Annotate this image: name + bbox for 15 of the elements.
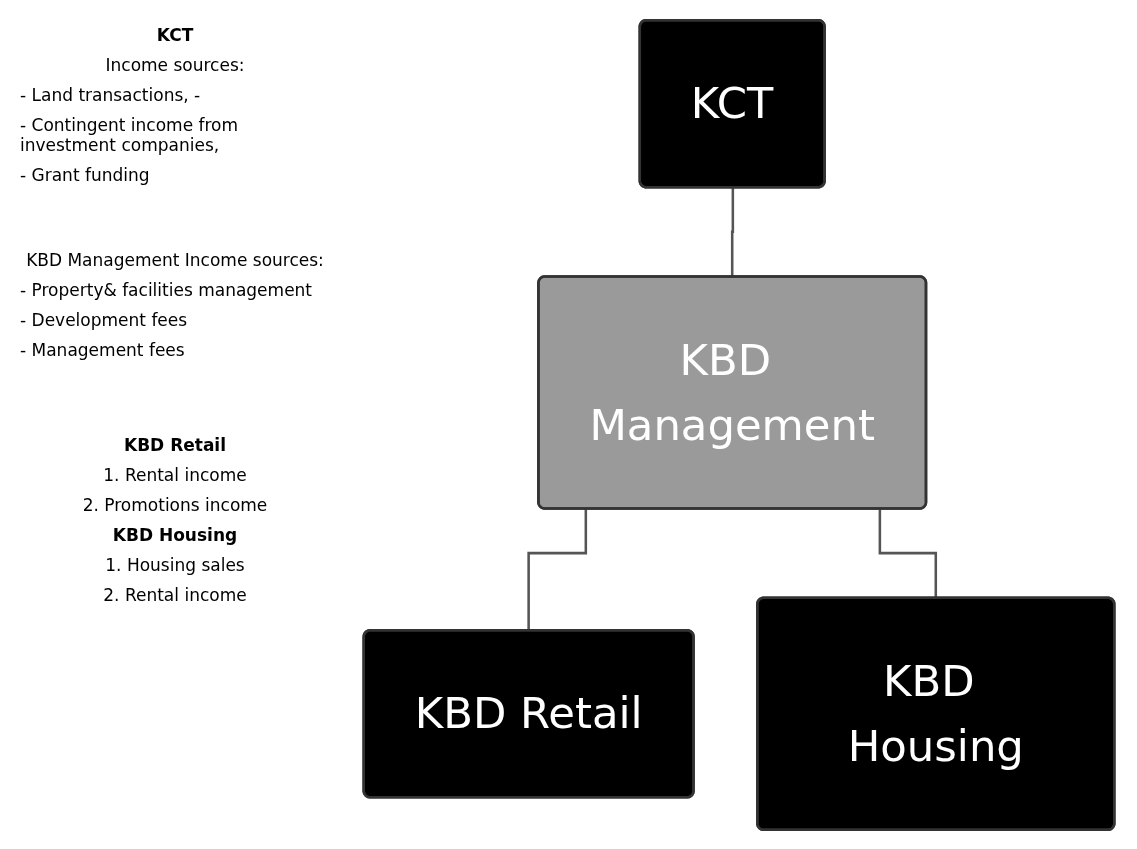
note-text: - Development fees: [20, 310, 189, 330]
note-text: KBD Management Income sources:: [25, 250, 325, 270]
note-text: - Management fees: [20, 340, 186, 360]
note-text: 2. Rental income: [102, 585, 248, 605]
heading-text: KCT: [155, 25, 195, 45]
note-text: 1. Rental income: [102, 465, 248, 485]
note-text: - Contingent income from investment companies,: [20, 115, 240, 155]
heading-text: KBD Retail: [122, 435, 227, 455]
note-text: - Property& facilities management: [20, 280, 314, 300]
note-text: - Land transactions, -: [20, 85, 202, 105]
heading-text: KBD Housing: [111, 525, 239, 545]
note-text: - Grant funding: [20, 165, 151, 185]
note-text: 2. Promotions income: [81, 495, 269, 515]
note-text: 1. Housing sales: [104, 555, 246, 575]
note-text: Income sources:: [104, 55, 246, 75]
